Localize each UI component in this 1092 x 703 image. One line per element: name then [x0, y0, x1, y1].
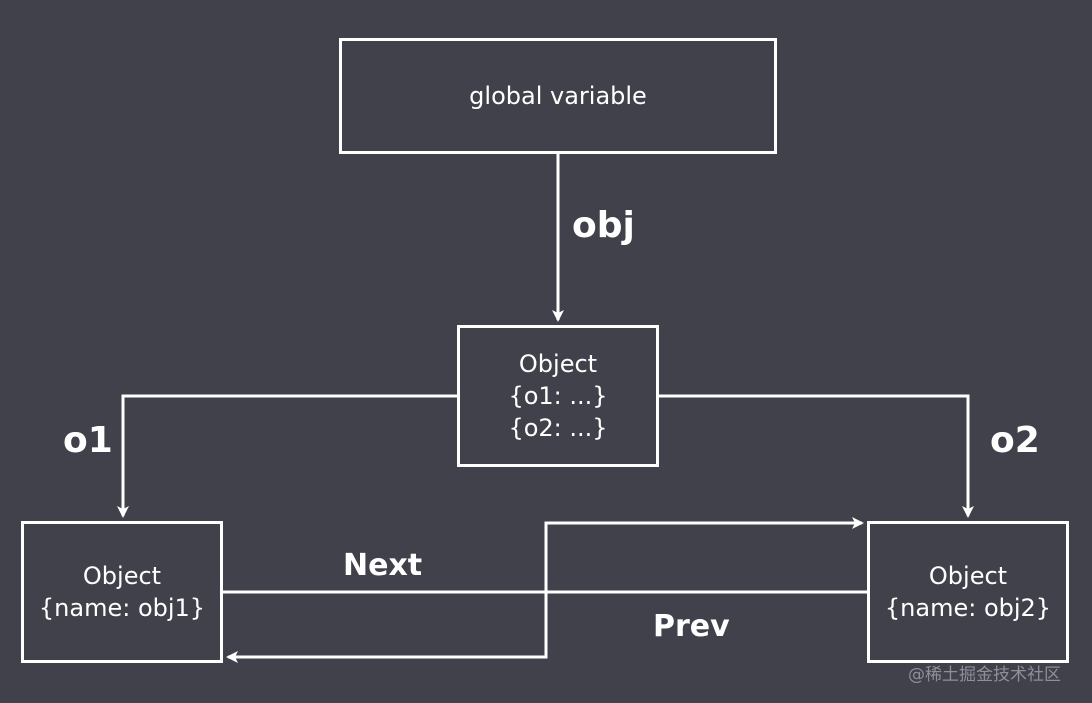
edge-prev-arrow [226, 590, 867, 663]
edge-o1-arrow [117, 394, 457, 518]
global-variable-node: global variable [339, 38, 777, 154]
watermark-text: @稀土掘金技术社区 [908, 665, 1061, 685]
node-text-line: {o2: ...} [508, 414, 608, 442]
node-text-line: {name: obj1} [38, 594, 206, 622]
edge-label-obj: obj [572, 205, 635, 246]
node-text-line: {name: obj2} [884, 594, 1052, 622]
edge-label-o2: o2 [990, 420, 1040, 461]
edge-next-arrow [223, 517, 864, 594]
node-text-line: Object [518, 350, 598, 378]
edge-o2-arrow [659, 394, 974, 518]
edge-label-next: Next [343, 548, 423, 583]
node-text-line: Object [928, 562, 1008, 590]
object-obj2-node: Object {name: obj2} [867, 521, 1069, 663]
root-object-node: Object {o1: ...} {o2: ...} [457, 325, 659, 467]
object-obj1-node: Object {name: obj1} [21, 521, 223, 663]
node-text-line: Object [82, 562, 162, 590]
edge-label-prev: Prev [653, 609, 730, 644]
edge-label-o1: o1 [63, 420, 113, 461]
node-text-line: {o1: ...} [508, 382, 608, 410]
node-text-line: global variable [469, 82, 647, 110]
